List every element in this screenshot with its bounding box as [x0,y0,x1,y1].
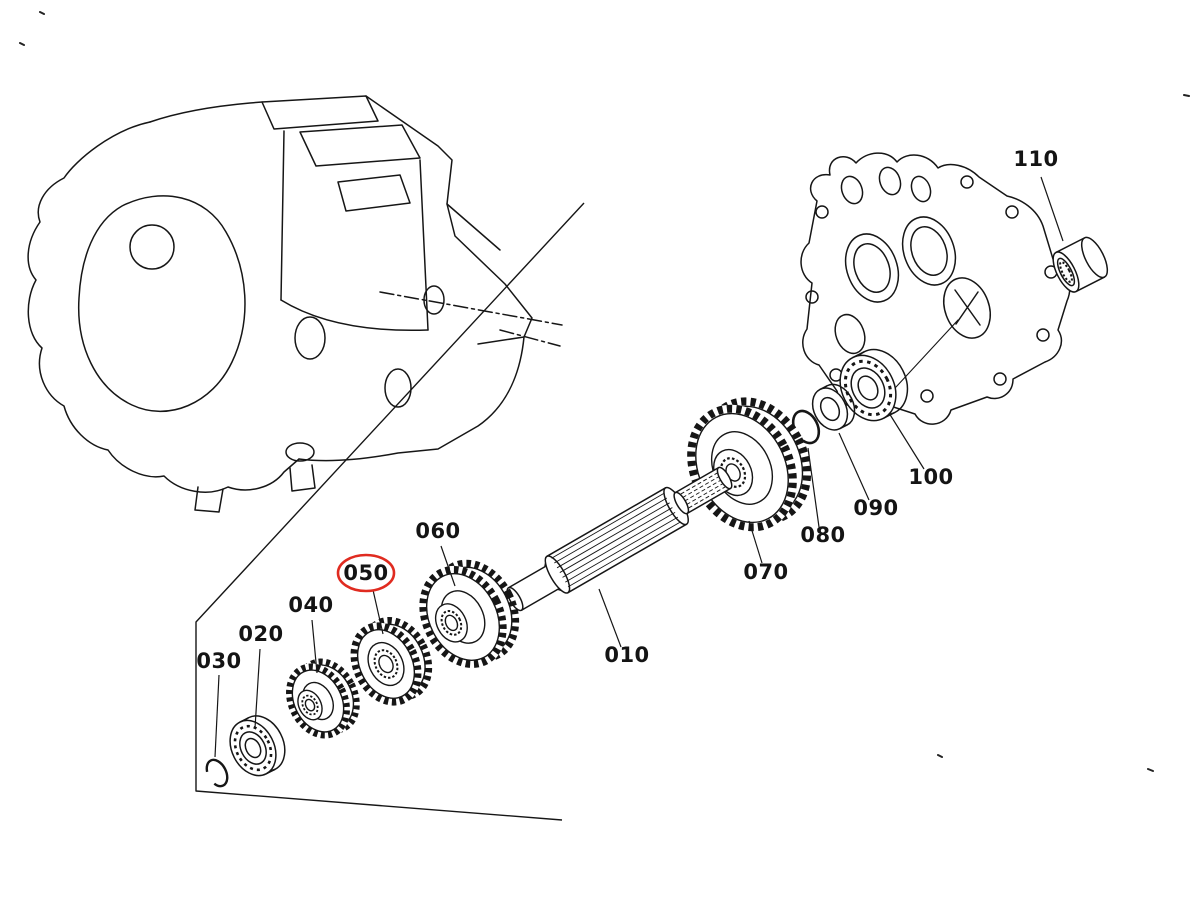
leader-line-040 [311,619,318,674]
part-110-bushing [1052,236,1109,293]
part-080-snap-ring [791,409,821,445]
callouts: 030 020 040 050 060 010 070 [196,147,1064,758]
callout-050[interactable]: 050 [336,553,396,635]
callout-090[interactable]: 090 [838,432,899,520]
leader-line-090 [838,432,870,501]
callout-label-040[interactable]: 040 [288,593,333,617]
centerline [499,329,561,347]
leader-line-010 [598,588,622,648]
callout-100[interactable]: 100 [888,412,954,489]
part-060-gear [419,559,520,669]
callout-080[interactable]: 080 [800,447,845,547]
callout-110[interactable]: 110 [1013,147,1064,242]
leader-line-080 [807,447,820,528]
callout-label-060[interactable]: 060 [415,519,460,543]
part-050-gear [350,616,433,706]
part-090-race-ring [811,383,856,431]
leader-line-050 [372,589,384,635]
transmission-housing [27,95,563,513]
leader-line-020 [254,648,261,729]
callout-label-030[interactable]: 030 [196,649,241,673]
callout-label-050[interactable]: 050 [343,561,388,585]
callout-label-110[interactable]: 110 [1013,147,1058,171]
callout-060[interactable]: 060 [415,519,460,587]
leader-line-100 [888,412,925,470]
callout-label-020[interactable]: 020 [238,622,283,646]
callout-label-100[interactable]: 100 [908,465,953,489]
callout-label-010[interactable]: 010 [604,643,649,667]
leader-line-070 [748,520,763,564]
gear-plane-outline [195,202,585,821]
callout-070[interactable]: 070 [743,520,788,584]
callout-020[interactable]: 020 [238,622,283,729]
rear-cover-plate [800,152,1071,425]
callout-010[interactable]: 010 [598,588,650,667]
leader-line-060 [440,545,456,587]
callout-label-070[interactable]: 070 [743,560,788,584]
part-010-shaft [506,466,733,612]
leader-line-110 [1040,176,1064,242]
part-030-snap-ring [205,758,229,788]
alignment-line [883,319,959,401]
leader-line-030 [214,674,220,758]
part-020-bearing [229,715,286,777]
callout-040[interactable]: 040 [288,593,333,674]
callout-030[interactable]: 030 [196,649,241,758]
highlight-ring-050 [336,553,396,593]
callout-label-080[interactable]: 080 [800,523,845,547]
scan-specks [19,11,1190,772]
callout-label-090[interactable]: 090 [853,496,898,520]
centerline [379,291,563,326]
